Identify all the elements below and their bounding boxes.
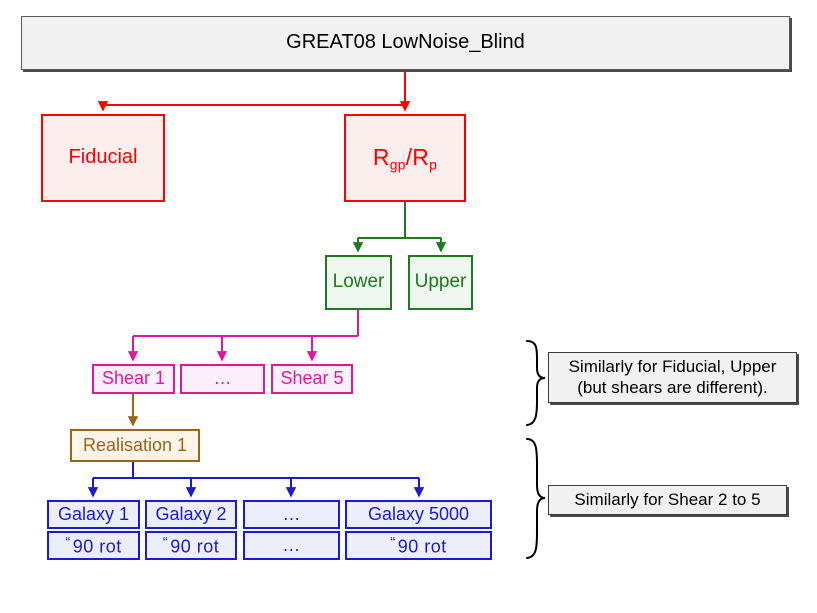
node-galaxy-1-rot-label: “90 rot <box>65 534 122 557</box>
node-galaxy-5000-rot-label: “90 rot <box>390 534 447 557</box>
rot-text-2: 90 rot <box>170 536 220 556</box>
node-rgp-rp-label: Rgp/Rp <box>373 144 437 173</box>
curly-brace-shear-group <box>526 340 546 426</box>
note-similarly-fiducial-upper: Similarly for Fiducial, Upper (but shear… <box>548 352 797 403</box>
node-galaxy-2[interactable]: Galaxy 2 <box>145 500 237 529</box>
node-lower[interactable]: Lower <box>325 255 392 310</box>
root-node[interactable]: GREAT08 LowNoise_Blind <box>21 16 790 70</box>
node-galaxy-2-label: Galaxy 2 <box>155 503 227 524</box>
node-galaxy-5000-label: Galaxy 5000 <box>367 503 470 524</box>
edge-rgprp-to-size <box>352 202 447 253</box>
rgprp-sub-p: p <box>429 155 438 172</box>
node-shear-1-label: Shear 1 <box>101 368 166 389</box>
curly-brace-galaxy-group <box>526 438 546 559</box>
node-galaxy-2-rot-label: “90 rot <box>163 534 220 557</box>
rgprp-slash-r2: /R <box>405 143 430 170</box>
rot-mark-2: “ <box>162 533 169 551</box>
node-realisation-1-label: Realisation 1 <box>82 434 188 455</box>
node-upper[interactable]: Upper <box>408 255 473 310</box>
edge-lower-to-shear <box>127 310 359 362</box>
node-galaxy-1-label: Galaxy 1 <box>57 503 130 524</box>
note-1-line-1: Similarly for Fiducial, Upper <box>568 357 777 377</box>
node-galaxy-ellipsis[interactable]: … <box>243 500 340 529</box>
node-realisation-1[interactable]: Realisation 1 <box>70 429 200 462</box>
node-shear-5[interactable]: Shear 5 <box>271 364 353 394</box>
node-galaxy-ellipsis-rot-label: … <box>282 535 301 556</box>
rot-text-3: … <box>282 534 301 555</box>
rot-text-4: 90 rot <box>397 536 447 556</box>
note-2-line-1: Similarly for Shear 2 to 5 <box>574 489 761 509</box>
node-shear-ellipsis-label: … <box>213 368 232 389</box>
node-fiducial-label: Fiducial <box>68 146 138 169</box>
node-galaxy-ellipsis-label: … <box>282 503 301 524</box>
edge-realisation-to-galaxy <box>87 462 425 498</box>
note-1-line-2: (but shears are different). <box>577 377 768 397</box>
node-galaxy-2-rot[interactable]: “90 rot <box>145 531 237 560</box>
note-similarly-shear-2-to-5: Similarly for Shear 2 to 5 <box>548 485 787 515</box>
rot-mark-4: “ <box>390 533 396 551</box>
node-shear-5-label: Shear 5 <box>280 368 344 389</box>
rgprp-r1: R <box>372 143 390 170</box>
node-fiducial[interactable]: Fiducial <box>41 114 165 202</box>
edge-root-to-branch <box>97 70 411 112</box>
node-shear-1[interactable]: Shear 1 <box>92 364 175 394</box>
node-lower-label: Lower <box>332 271 385 293</box>
rot-mark-1: “ <box>65 533 71 551</box>
node-galaxy-5000[interactable]: Galaxy 5000 <box>345 500 492 529</box>
node-galaxy-1-rot[interactable]: “90 rot <box>47 531 140 560</box>
root-node-label: GREAT08 LowNoise_Blind <box>286 31 525 54</box>
node-galaxy-1[interactable]: Galaxy 1 <box>47 500 140 529</box>
rgprp-sub-gp: gp <box>389 155 406 172</box>
node-galaxy-5000-rot[interactable]: “90 rot <box>345 531 492 560</box>
node-upper-label: Upper <box>414 271 467 293</box>
node-galaxy-ellipsis-rot[interactable]: … <box>243 531 340 560</box>
rot-text-1: 90 rot <box>72 536 122 556</box>
node-shear-ellipsis[interactable]: … <box>180 364 265 394</box>
node-rgp-rp[interactable]: Rgp/Rp <box>344 114 466 202</box>
